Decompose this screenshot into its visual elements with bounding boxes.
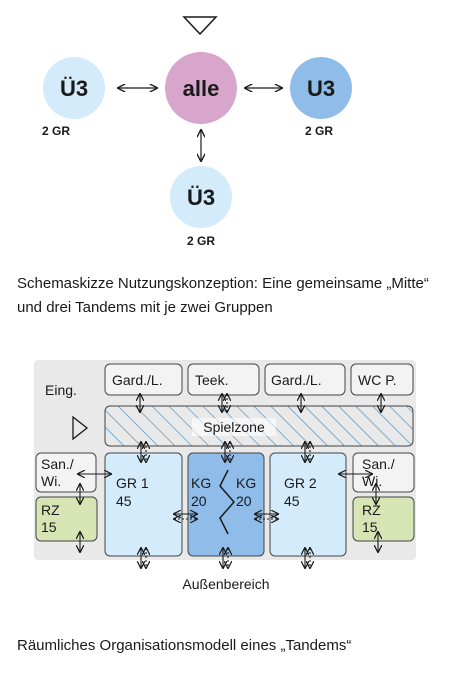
sanitary-left-label-1: San./ — [41, 456, 74, 472]
partition-zigzag-icon — [219, 469, 235, 535]
wardrobe-left-label: Gard./L. — [112, 372, 163, 388]
right-label: U3 — [307, 76, 335, 101]
center-label: alle — [183, 76, 220, 101]
left-circle — [43, 57, 105, 119]
dashed-connection-arrows — [141, 394, 310, 568]
wc-label: WC P. — [358, 372, 397, 388]
bottom-count: 2 GR — [187, 234, 215, 248]
rest-right-room — [352, 496, 415, 542]
entrance-triangle-icon — [182, 16, 218, 36]
group-1-name: GR 1 — [116, 475, 149, 491]
floor-plan: Eing. Gard./L. Teek. Gard./L. WC P. Spie… — [34, 360, 416, 592]
play-zone-label-bg — [192, 418, 276, 436]
connection-arrows — [78, 394, 381, 552]
schema-caption: Schemaskizze Nutzungskonzeption: Eine ge… — [17, 275, 429, 316]
sanitary-right-label-1: San./ — [362, 456, 395, 472]
schema-diagram: alle Ü3 2 GR U3 2 GR Ü3 2 GR — [42, 16, 352, 248]
outdoor-label: Außenbereich — [182, 576, 269, 592]
small-group-right-label-1: KG — [236, 475, 256, 491]
plan-caption: Räumliches Organisationsmodell eines „Ta… — [17, 637, 352, 654]
group-2-room — [269, 452, 347, 557]
left-count: 2 GR — [42, 124, 70, 138]
left-label: Ü3 — [60, 76, 88, 101]
rest-left-label-1: RZ — [41, 502, 60, 518]
play-zone-label: Spielzone — [203, 419, 265, 435]
rest-left-room — [35, 496, 98, 542]
group-2-size: 45 — [284, 493, 300, 509]
plan-entrance-triangle-icon — [72, 415, 89, 441]
small-group-right-label-2: 20 — [236, 493, 252, 509]
right-count: 2 GR — [305, 124, 333, 138]
right-circle — [290, 57, 352, 119]
kitchen-label: Teek. — [195, 372, 228, 388]
bottom-label: Ü3 — [187, 185, 215, 210]
bottom-circle — [170, 166, 232, 228]
center-circle — [165, 52, 237, 124]
group-2-name: GR 2 — [284, 475, 317, 491]
small-group-left-label-1: KG — [191, 475, 211, 491]
wardrobe-right-room — [264, 363, 346, 396]
rest-right-label-2: 15 — [362, 519, 378, 535]
sanitary-left-label-2: Wi. — [41, 473, 61, 489]
group-1-size: 45 — [116, 493, 132, 509]
sanitary-right-label-2: Wi. — [362, 473, 382, 489]
rest-left-label-2: 15 — [41, 519, 57, 535]
wardrobe-right-label: Gard./L. — [271, 372, 322, 388]
rest-right-label-1: RZ — [362, 502, 381, 518]
small-group-left-label-2: 20 — [191, 493, 207, 509]
entrance-label: Eing. — [45, 382, 77, 398]
